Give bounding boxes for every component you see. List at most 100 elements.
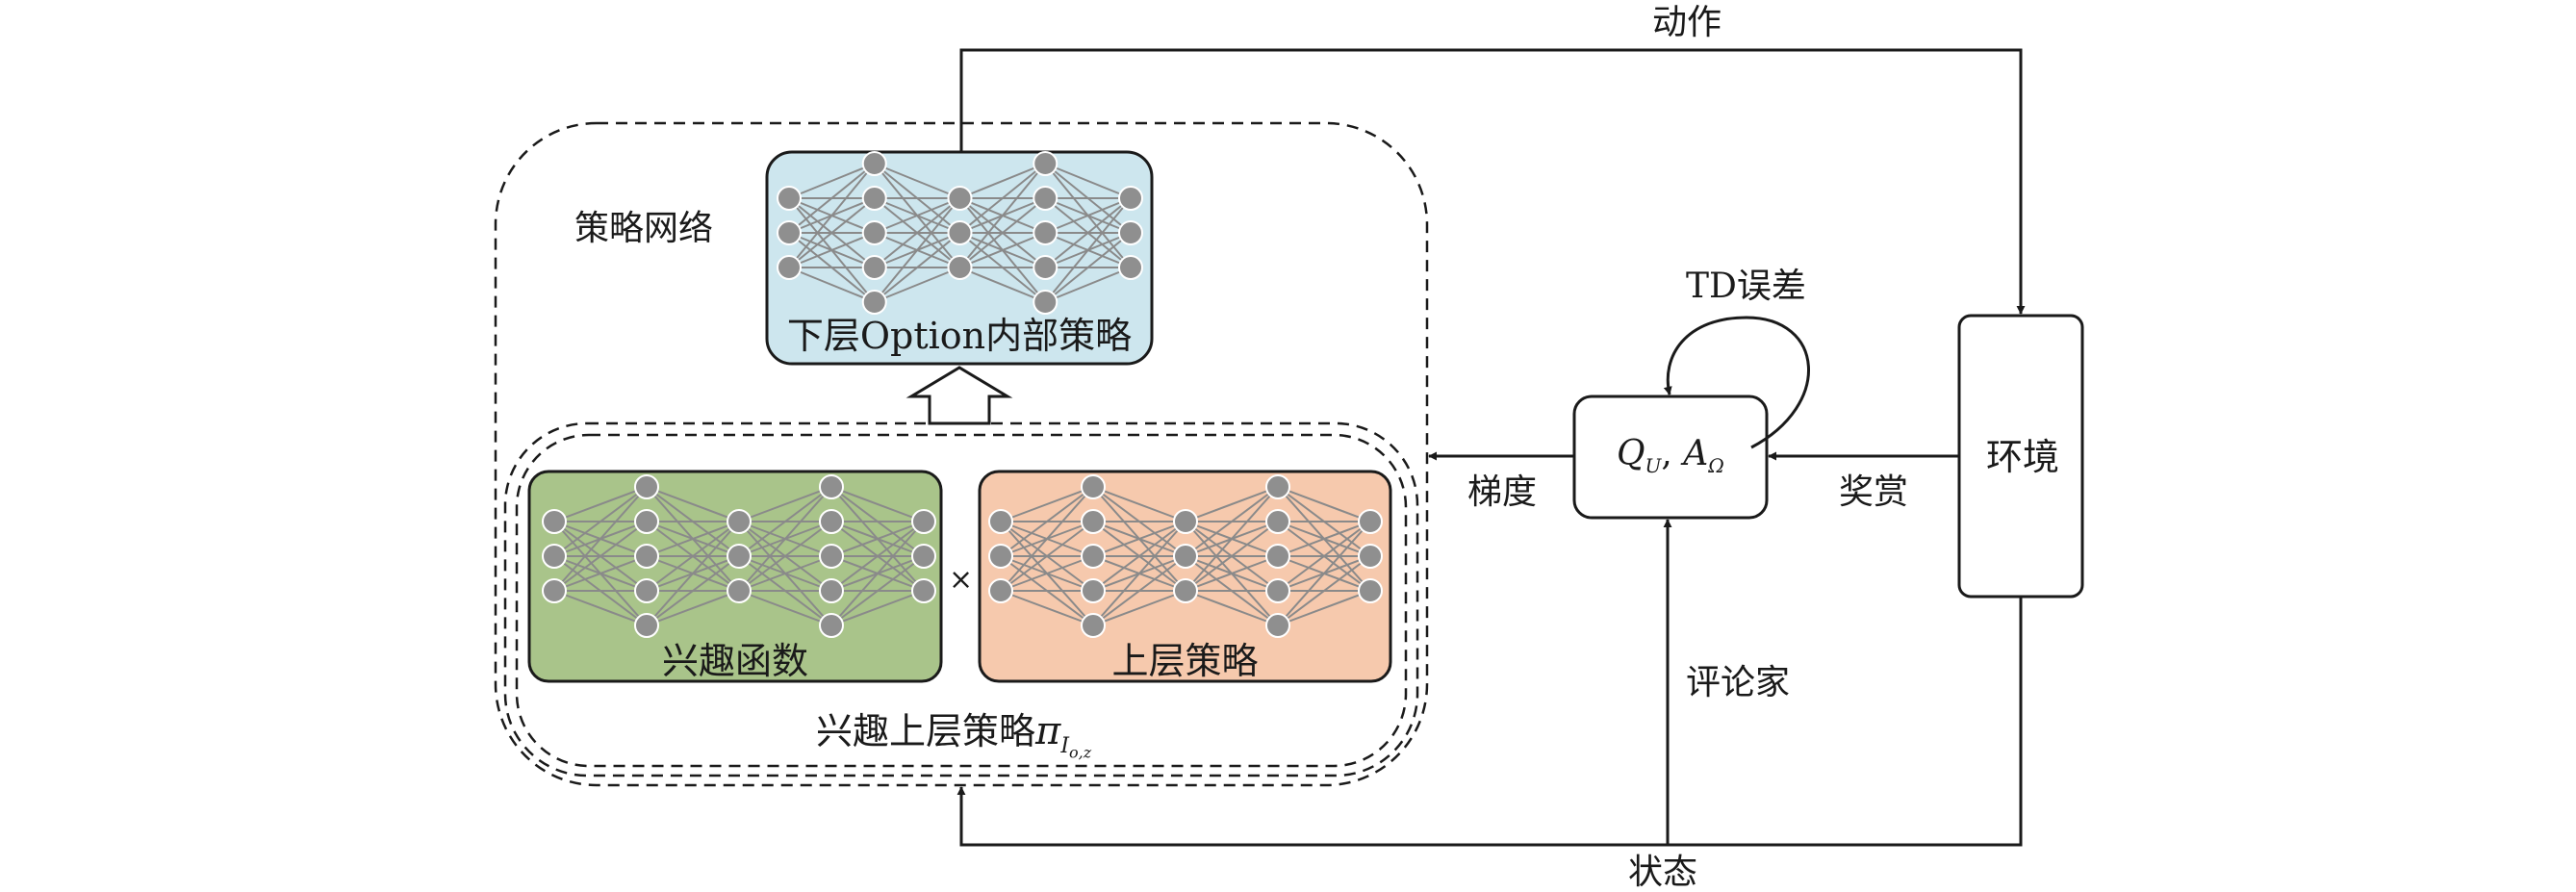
network-edge [874,197,961,268]
network-node [634,613,659,638]
network-edge [958,163,1047,268]
network-edge [830,486,925,522]
network-edge [1092,521,1186,592]
lower-policy-network [777,151,1143,315]
network-node [1265,474,1290,499]
network-node [1033,255,1058,280]
network-edge [1000,521,1094,592]
state-label: 状态 [1628,853,1698,892]
network-node [634,474,659,499]
network-node [1118,220,1143,245]
network-edge [1000,555,1094,592]
policy-network-container [494,121,1429,787]
td-error-loop-arrow [1663,316,1810,449]
network-edge [830,521,925,557]
network-edge [646,590,740,626]
network-edge [1092,486,1186,522]
network-node [1081,578,1106,603]
network-node [1081,474,1106,499]
network-edge [1185,486,1279,592]
network-edge [1277,590,1371,626]
network-edge [738,590,832,626]
network-edge [553,486,648,522]
network-edge [1277,486,1371,522]
interest-function-network [542,474,936,638]
network-edge [874,267,960,303]
td-error-label: TD误差 [1686,267,1806,306]
network-edge [1000,486,1094,557]
a-symbol: A [1683,434,1709,473]
network-edge [646,486,740,522]
network-edge [788,163,876,268]
network-edge [830,555,925,626]
network-node [819,578,844,603]
network-edge [1092,521,1186,557]
network-node [1265,509,1290,534]
network-edge [1185,486,1279,557]
action-label: 动作 [1652,3,1722,42]
network-node [1033,151,1058,176]
network-node [777,255,802,280]
network-edge [1044,232,1132,303]
network-node [1081,613,1106,638]
network-edge [1044,197,1132,234]
network-edge [1092,590,1186,626]
network-edge [874,197,960,234]
network-edge [1000,486,1094,592]
network-edge [553,486,648,557]
interest-upper-policy-title: 兴趣上层策略πIo,z [816,712,1091,760]
network-edge [1000,590,1094,626]
network-node [1033,186,1058,211]
network-edge [830,521,925,626]
network-node [1081,544,1106,569]
pi-subscript: I [1060,733,1070,758]
network-edge [874,163,960,199]
network-node [1358,509,1383,534]
network-edge [1000,486,1094,522]
network-node [777,220,802,245]
a-subscript: Ω [1708,454,1724,478]
network-node [988,509,1013,534]
lower-policy-title: 下层Option内部策略 [786,315,1133,357]
network-node [727,578,752,603]
interest-upper-policy-text: 兴趣上层策略 [816,710,1036,752]
network-node [1265,613,1290,638]
network-edge [788,267,876,303]
environment-label: 环境 [1986,436,2060,478]
network-edge [788,163,876,199]
network-node [1118,255,1143,280]
network-edge [738,486,832,557]
network-node [1033,290,1058,315]
network-node [819,613,844,638]
network-node [947,186,973,211]
network-node [634,578,659,603]
network-node [861,255,887,280]
network-node [634,509,659,534]
network-edge [1044,197,1132,303]
pi-subsubscript: o,z [1069,742,1092,761]
policy-network-label: 策略网络 [574,209,714,248]
network-edge [788,232,876,268]
network-node [1173,544,1198,569]
network-edge [646,521,740,592]
network-edge [959,267,1046,303]
network-node [988,544,1013,569]
gradient-label: 梯度 [1467,472,1538,512]
action-arrow [959,48,2026,315]
network-edge [1277,521,1371,557]
network-edge [1044,197,1132,268]
network-node [634,544,659,569]
network-node [727,544,752,569]
network-node [911,509,936,534]
network-node [819,544,844,569]
upper-policy-network [988,474,1383,638]
network-edge [738,555,832,592]
network-node [947,220,973,245]
network-edge [958,197,1046,268]
network-edge [1277,555,1371,626]
critic-label: 评论家 [1686,663,1791,702]
network-edge [1277,521,1371,592]
network-edge [1185,590,1279,626]
upper-policy-title: 上层策略 [1111,640,1259,682]
